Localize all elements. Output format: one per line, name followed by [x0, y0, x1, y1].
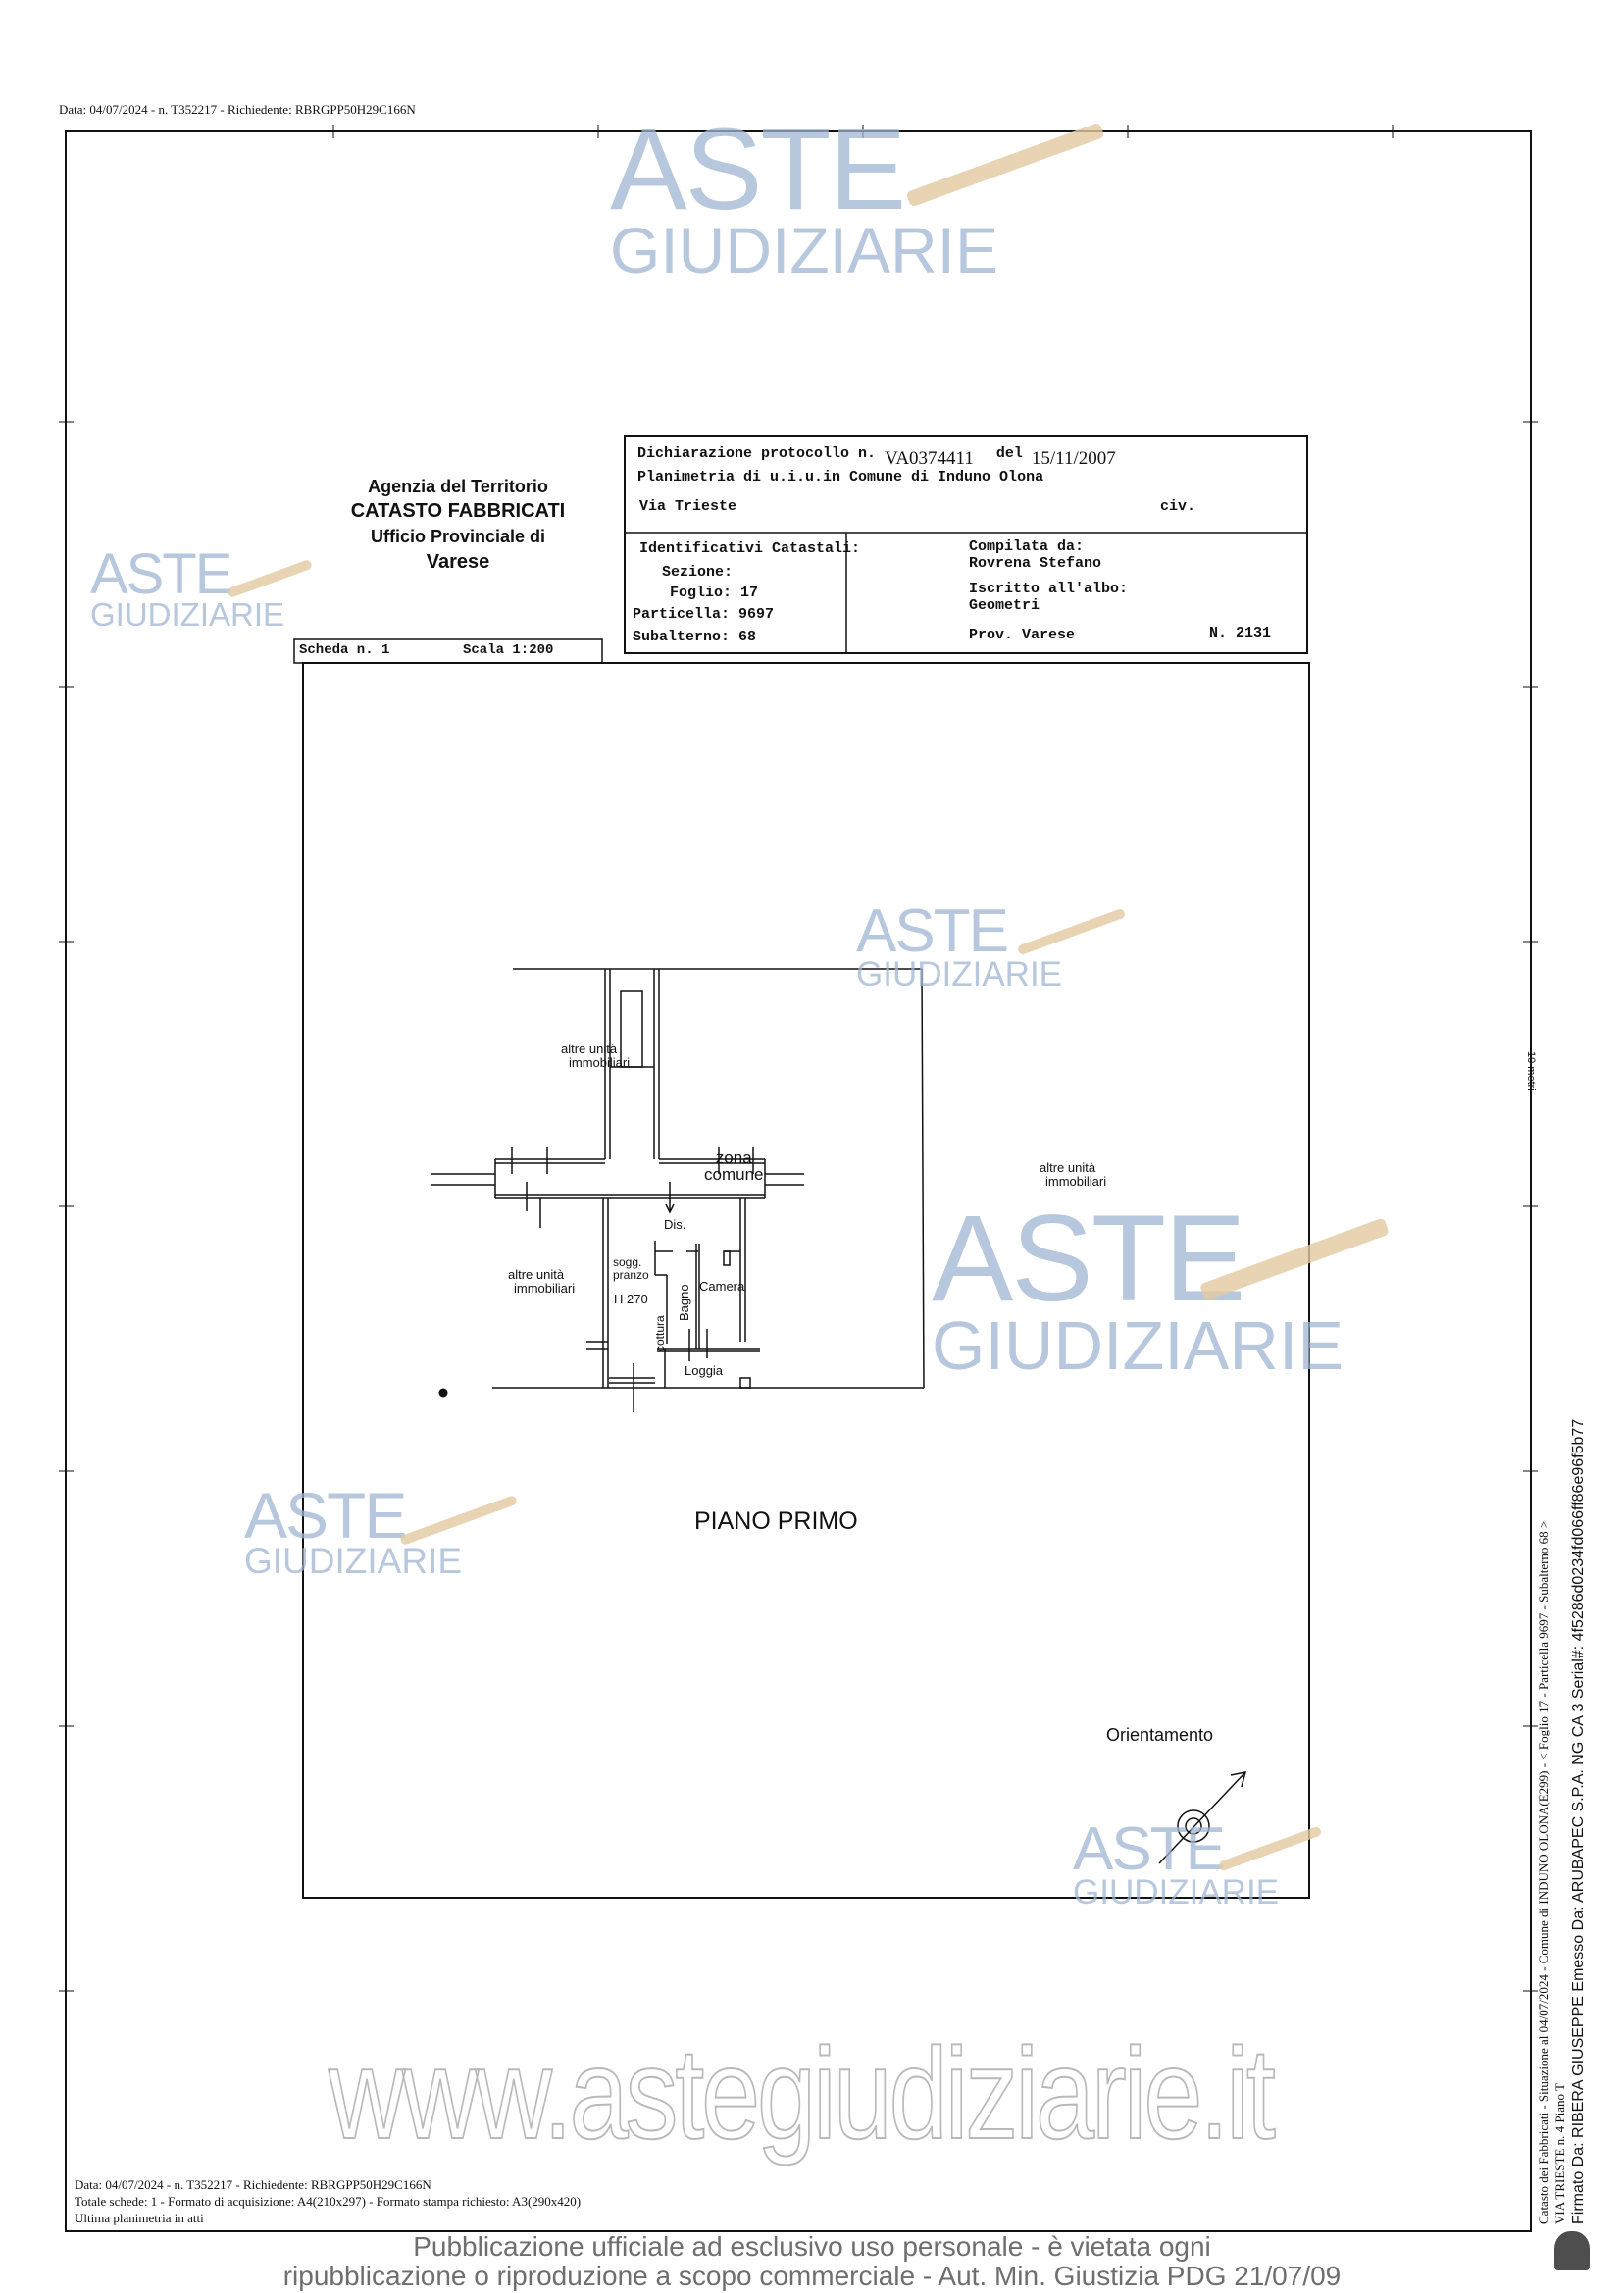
protocol-date: 15/11/2007: [1031, 448, 1116, 469]
side-catasto-line: Catasto dei Fabbricati - Situazione al 0…: [1536, 1520, 1550, 2224]
prov: Prov. Varese: [969, 627, 1076, 643]
agency-block: Agenzia del Territorio CATASTO FABBRICAT…: [330, 475, 585, 576]
floor-title: PIANO PRIMO: [694, 1507, 858, 1535]
footer-request-line: Data: 04/07/2024 - n. T352217 - Richiede…: [75, 2177, 431, 2192]
del-label: del: [995, 445, 1023, 462]
ufficio: Ufficio Provinciale di: [370, 527, 546, 547]
side-address-line: VIA TRIESTE n. 4 Piano T: [1552, 2083, 1567, 2224]
watermark-url: www.astegiudiziarie.it: [328, 2020, 1276, 2166]
label-line: comune: [704, 1165, 764, 1184]
label-dis: Dis.: [664, 1217, 686, 1232]
label-camera: Camera: [699, 1279, 745, 1294]
scale-bar-label: 10 metri: [1525, 1051, 1537, 1091]
outer-frame: [65, 130, 1532, 2232]
label-line: altre unità: [561, 1042, 618, 1056]
label-bagno: Bagno: [677, 1284, 691, 1321]
foglio: Foglio: 17: [670, 585, 759, 601]
particella: Particella: 9697: [633, 606, 775, 623]
iscritto-label: Iscritto all'albo:: [969, 581, 1129, 597]
agency-name: Agenzia del Territorio: [368, 477, 548, 496]
label-line: immobiliari: [514, 1281, 576, 1297]
protocol-line: Dichiarazione protocollo n. VA0374411 de…: [637, 441, 1116, 469]
protocol-label: Dichiarazione protocollo n.: [637, 445, 877, 462]
label-cottura: cottura: [653, 1315, 667, 1351]
planimetria-line: Planimetria di u.i.u.in Comune di Induno…: [637, 469, 1044, 485]
footer-ultima-line: Ultima planimetria in atti: [75, 2211, 204, 2225]
ident-title: Identificativi Catastali:: [639, 540, 861, 557]
compass-circle: [1177, 1809, 1210, 1843]
label-loggia: Loggia: [685, 1363, 724, 1378]
label-line: immobiliari: [569, 1055, 631, 1071]
label-line: altre unità: [1040, 1160, 1096, 1175]
footer-format-line: Totale schede: 1 - Formato di acquisizio…: [75, 2194, 582, 2209]
scheda-number: Scheda n. 1: [299, 642, 390, 658]
label-line: sogg.: [613, 1255, 642, 1269]
label-height: H 270: [614, 1292, 648, 1306]
notice-line-2: ripubblicazione o riproduzione a scopo c…: [282, 2261, 1342, 2291]
iscritto-value: Geometri: [969, 597, 1040, 614]
via-line: Via Trieste: [639, 498, 737, 515]
seal-icon: [1554, 2231, 1590, 2270]
province: Varese: [426, 550, 490, 573]
header-request-line: Data: 04/07/2024 - n. T352217 - Richiede…: [59, 102, 416, 117]
compilata-name: Rovrena Stefano: [969, 555, 1102, 572]
notice-line-1: Pubblicazione ufficiale ad esclusivo uso…: [413, 2231, 1211, 2262]
compilata-label: Compilata da:: [969, 538, 1085, 555]
label-line: altre unità: [508, 1267, 565, 1282]
label-soggiorno: sogg.pranzo: [613, 1255, 649, 1283]
info-box-frame: [624, 435, 1308, 654]
scala: Scala 1:200: [463, 642, 554, 658]
label-line: immobiliari: [1045, 1174, 1107, 1190]
label-line: pranzo: [613, 1268, 649, 1283]
side-signature-line: Firmato Da: RIBERA GIUSEPPE Emesso Da: A…: [1570, 1418, 1587, 2224]
iscrizione-number: N. 2131: [1209, 625, 1272, 641]
label-line: zona: [715, 1148, 752, 1167]
protocol-number: VA0374411: [885, 448, 974, 469]
sezione: Sezione:: [662, 564, 734, 581]
civ-label: civ.: [1160, 498, 1196, 515]
subalterno: Subalterno: 68: [633, 629, 757, 645]
drawing-frame: [302, 662, 1310, 1899]
catasto-title: CATASTO FABBRICATI: [350, 500, 566, 523]
orientamento-label: Orientamento: [1106, 1725, 1214, 1745]
